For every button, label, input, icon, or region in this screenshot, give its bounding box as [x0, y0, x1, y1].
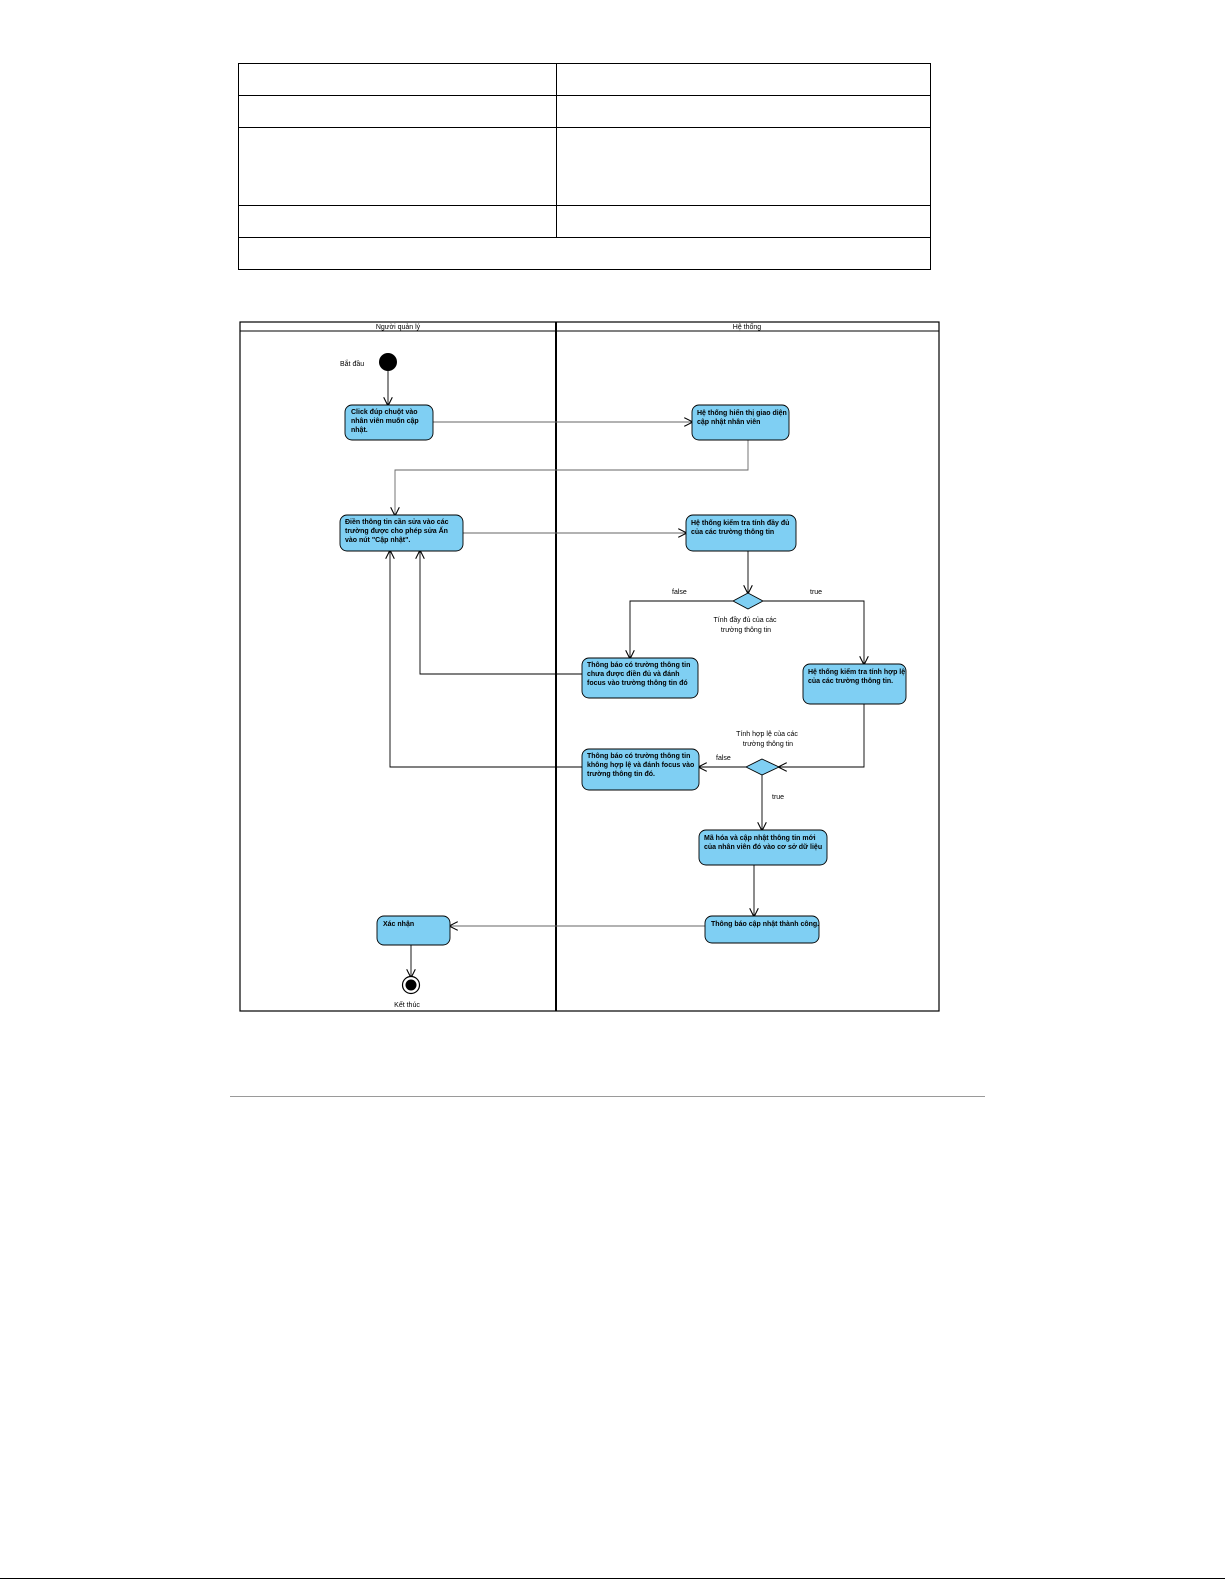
- activity-text: Hệ thống kiểm tra tính đầy đủ của các tr…: [691, 518, 791, 536]
- edges: [388, 371, 864, 977]
- activity-line: của các trường thông tin: [691, 529, 774, 536]
- activity-line: cập nhật nhân viên: [697, 419, 760, 426]
- activity-line: của các trường thông tin.: [808, 678, 893, 685]
- decision-validity: [744, 758, 781, 776]
- edge-a2-a3: [395, 440, 749, 515]
- table-cell: [556, 127, 931, 206]
- activity-line: Thông báo có trường thông tin: [587, 662, 690, 669]
- activity-notify-invalid: Thông báo có trường thông tin không hợp …: [581, 748, 700, 791]
- guard-label: true: [772, 794, 784, 801]
- activity-text: Hệ thống kiểm tra tính hợp lệ của các tr…: [808, 668, 907, 685]
- activity-line: trường thông tin đó.: [587, 771, 655, 778]
- activity-diagram: Người quản lý Hệ thống Bắt đầu false tru…: [239, 321, 940, 1012]
- activity-line: nhật.: [351, 427, 368, 434]
- table-cell: [238, 237, 931, 270]
- activity-line: Thông báo có trường thông tin: [587, 753, 690, 760]
- start-node: Bắt đầu: [340, 353, 397, 371]
- activity-line: nhân viên muốn cập: [351, 417, 419, 425]
- edge-a5-a3: [420, 551, 582, 675]
- swimlanes: Người quản lý Hệ thống: [239, 321, 940, 1012]
- activity-double-click-employee: Click đúp chuột vào nhân viên muốn cập n…: [344, 404, 434, 441]
- decision-note: Tính đầy đủ của các trường thông tin: [714, 615, 779, 634]
- footer-divider: [230, 1096, 985, 1097]
- edge-d1-false: [630, 600, 733, 658]
- table-row: [238, 127, 931, 206]
- activity-confirm: Xác nhận: [376, 915, 451, 946]
- activity-line: Điền thông tin cần sửa vào các: [345, 517, 449, 526]
- guard-label: true: [810, 589, 822, 596]
- activity-notify-success: Thông báo cập nhật thành công.: [704, 915, 820, 944]
- page-bottom-divider: [0, 1578, 1225, 1579]
- table-row: [238, 205, 931, 238]
- activity-text: Điền thông tin cần sửa vào các trường đư…: [345, 517, 450, 544]
- table-cell: [238, 205, 557, 238]
- activity-text: Xác nhận: [383, 921, 414, 928]
- start-label: Bắt đầu: [340, 359, 364, 368]
- activity-line: Hệ thống hiển thị giao diện: [697, 409, 787, 417]
- guard-label: false: [716, 755, 731, 762]
- activity-line: vào nút "Cập nhật".: [345, 537, 410, 544]
- activity-line: Click đúp chuột vào: [351, 409, 418, 416]
- activity-text: Thông báo có trường thông tin chưa được …: [587, 662, 692, 687]
- edge-d1-true: [763, 600, 864, 664]
- activity-line: Mã hóa và cập nhật thông tin mới: [704, 835, 816, 842]
- guard-label: false: [672, 589, 687, 596]
- activity-encrypt-update: Mã hóa và cập nhật thông tin mới của nhâ…: [698, 829, 828, 866]
- decision-note-line: Tính đầy đủ của các: [714, 615, 778, 624]
- use-case-table: [238, 63, 931, 270]
- end-node: Kết thúc: [394, 975, 420, 1009]
- activity-notify-missing: Thông báo có trường thông tin chưa được …: [581, 657, 699, 699]
- lane-title-manager: Người quản lý: [376, 324, 421, 331]
- end-label: Kết thúc: [394, 1000, 420, 1009]
- activity-check-validity: Hệ thống kiểm tra tính hợp lệ của các tr…: [802, 663, 907, 705]
- activity-fill-fields: Điền thông tin cần sửa vào các trường đư…: [339, 514, 464, 552]
- edge-a7-a3: [390, 551, 582, 768]
- activity-text: Mã hóa và cập nhật thông tin mới của nhâ…: [704, 835, 822, 851]
- lane-title-system: Hệ thống: [733, 322, 762, 331]
- activity-text: Thông báo có trường thông tin không hợp …: [587, 753, 696, 778]
- activity-line: Hệ thống kiểm tra tính đầy đủ: [691, 518, 789, 527]
- decision-note: Tính hợp lệ của các trường thông tin: [736, 730, 800, 748]
- activity-line: Hệ thống kiểm tra tính hợp lệ: [808, 668, 905, 676]
- decision-note-line: trường thông tin: [743, 741, 793, 748]
- table-cell: [238, 95, 557, 128]
- activity-line: Thông báo cập nhật thành công.: [711, 921, 819, 928]
- edge-a6-d2: [779, 704, 865, 767]
- activity-line: focus vào trường thông tin đó: [587, 680, 688, 687]
- activity-check-completeness: Hệ thống kiểm tra tính đầy đủ của các tr…: [685, 514, 797, 552]
- activity-show-update-ui: Hệ thống hiển thị giao diện cập nhật nhâ…: [691, 404, 790, 441]
- decision-note-line: Tính hợp lệ của các: [736, 730, 798, 738]
- decision-completeness: [732, 592, 764, 610]
- activity-line: không hợp lệ và đánh focus vào: [587, 762, 694, 769]
- table-row: [238, 237, 931, 270]
- activity-line: trường được cho phép sửa Ấn: [345, 525, 448, 535]
- activity-line: Xác nhận: [383, 921, 414, 928]
- activity-text: Thông báo cập nhật thành công.: [711, 921, 819, 928]
- activity-text: Hệ thống hiển thị giao diện cập nhật nhâ…: [697, 409, 789, 426]
- decision-note-line: trường thông tin: [721, 627, 771, 634]
- activity-line: của nhân viên đó vào cơ sở dữ liệu: [704, 844, 822, 851]
- activity-line: chưa được điền đủ và đánh: [587, 669, 680, 678]
- activity-text: Click đúp chuột vào nhân viên muốn cập n…: [351, 409, 421, 434]
